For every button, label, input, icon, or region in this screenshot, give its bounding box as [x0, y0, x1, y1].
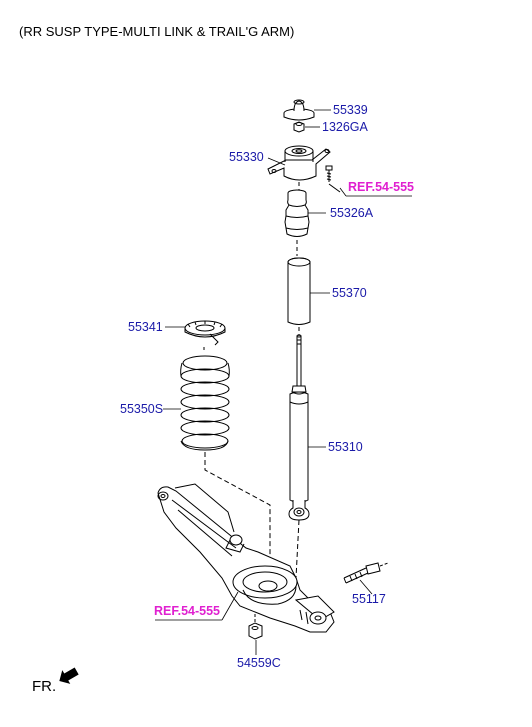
small-bolt-upper: [325, 165, 333, 182]
shock-absorber-55310: [288, 334, 310, 521]
diagram-title: (RR SUSP TYPE-MULTI LINK & TRAIL'G ARM): [19, 24, 295, 39]
ref-label-upper[interactable]: REF.54-555: [348, 180, 415, 194]
leader-lines: [155, 109, 412, 655]
part-label-54559c[interactable]: 54559C: [237, 656, 281, 670]
nut-54559c: [248, 614, 263, 640]
ref-label-lower[interactable]: REF.54-555: [154, 604, 221, 618]
part-label-55339[interactable]: 55339: [333, 103, 368, 117]
spring-pad-55341: [184, 320, 226, 350]
front-direction-label: FR.: [32, 678, 57, 695]
part-label-55350s[interactable]: 55350S: [120, 402, 164, 416]
part-label-55117[interactable]: 55117: [352, 592, 386, 606]
coil-spring-55350s: [180, 355, 230, 451]
part-label-55326a[interactable]: 55326A: [330, 206, 374, 220]
part-label-1326ga[interactable]: 1326GA: [322, 120, 368, 134]
bolt-55117: [343, 562, 389, 584]
bump-stopper-55326a: [284, 189, 310, 237]
part-label-55370[interactable]: 55370: [332, 286, 367, 300]
part-label-55310[interactable]: 55310: [328, 440, 363, 454]
nut-1326ga: [293, 121, 305, 133]
dust-cover-55370: [287, 257, 311, 325]
front-arrow-icon: [59, 667, 79, 684]
lower-trailing-arm: [157, 483, 335, 633]
part-label-55330[interactable]: 55330: [229, 150, 264, 164]
part-label-55341[interactable]: 55341: [128, 320, 163, 334]
upper-cap-55339: [283, 99, 315, 121]
mount-bracket-55330: [267, 145, 331, 181]
